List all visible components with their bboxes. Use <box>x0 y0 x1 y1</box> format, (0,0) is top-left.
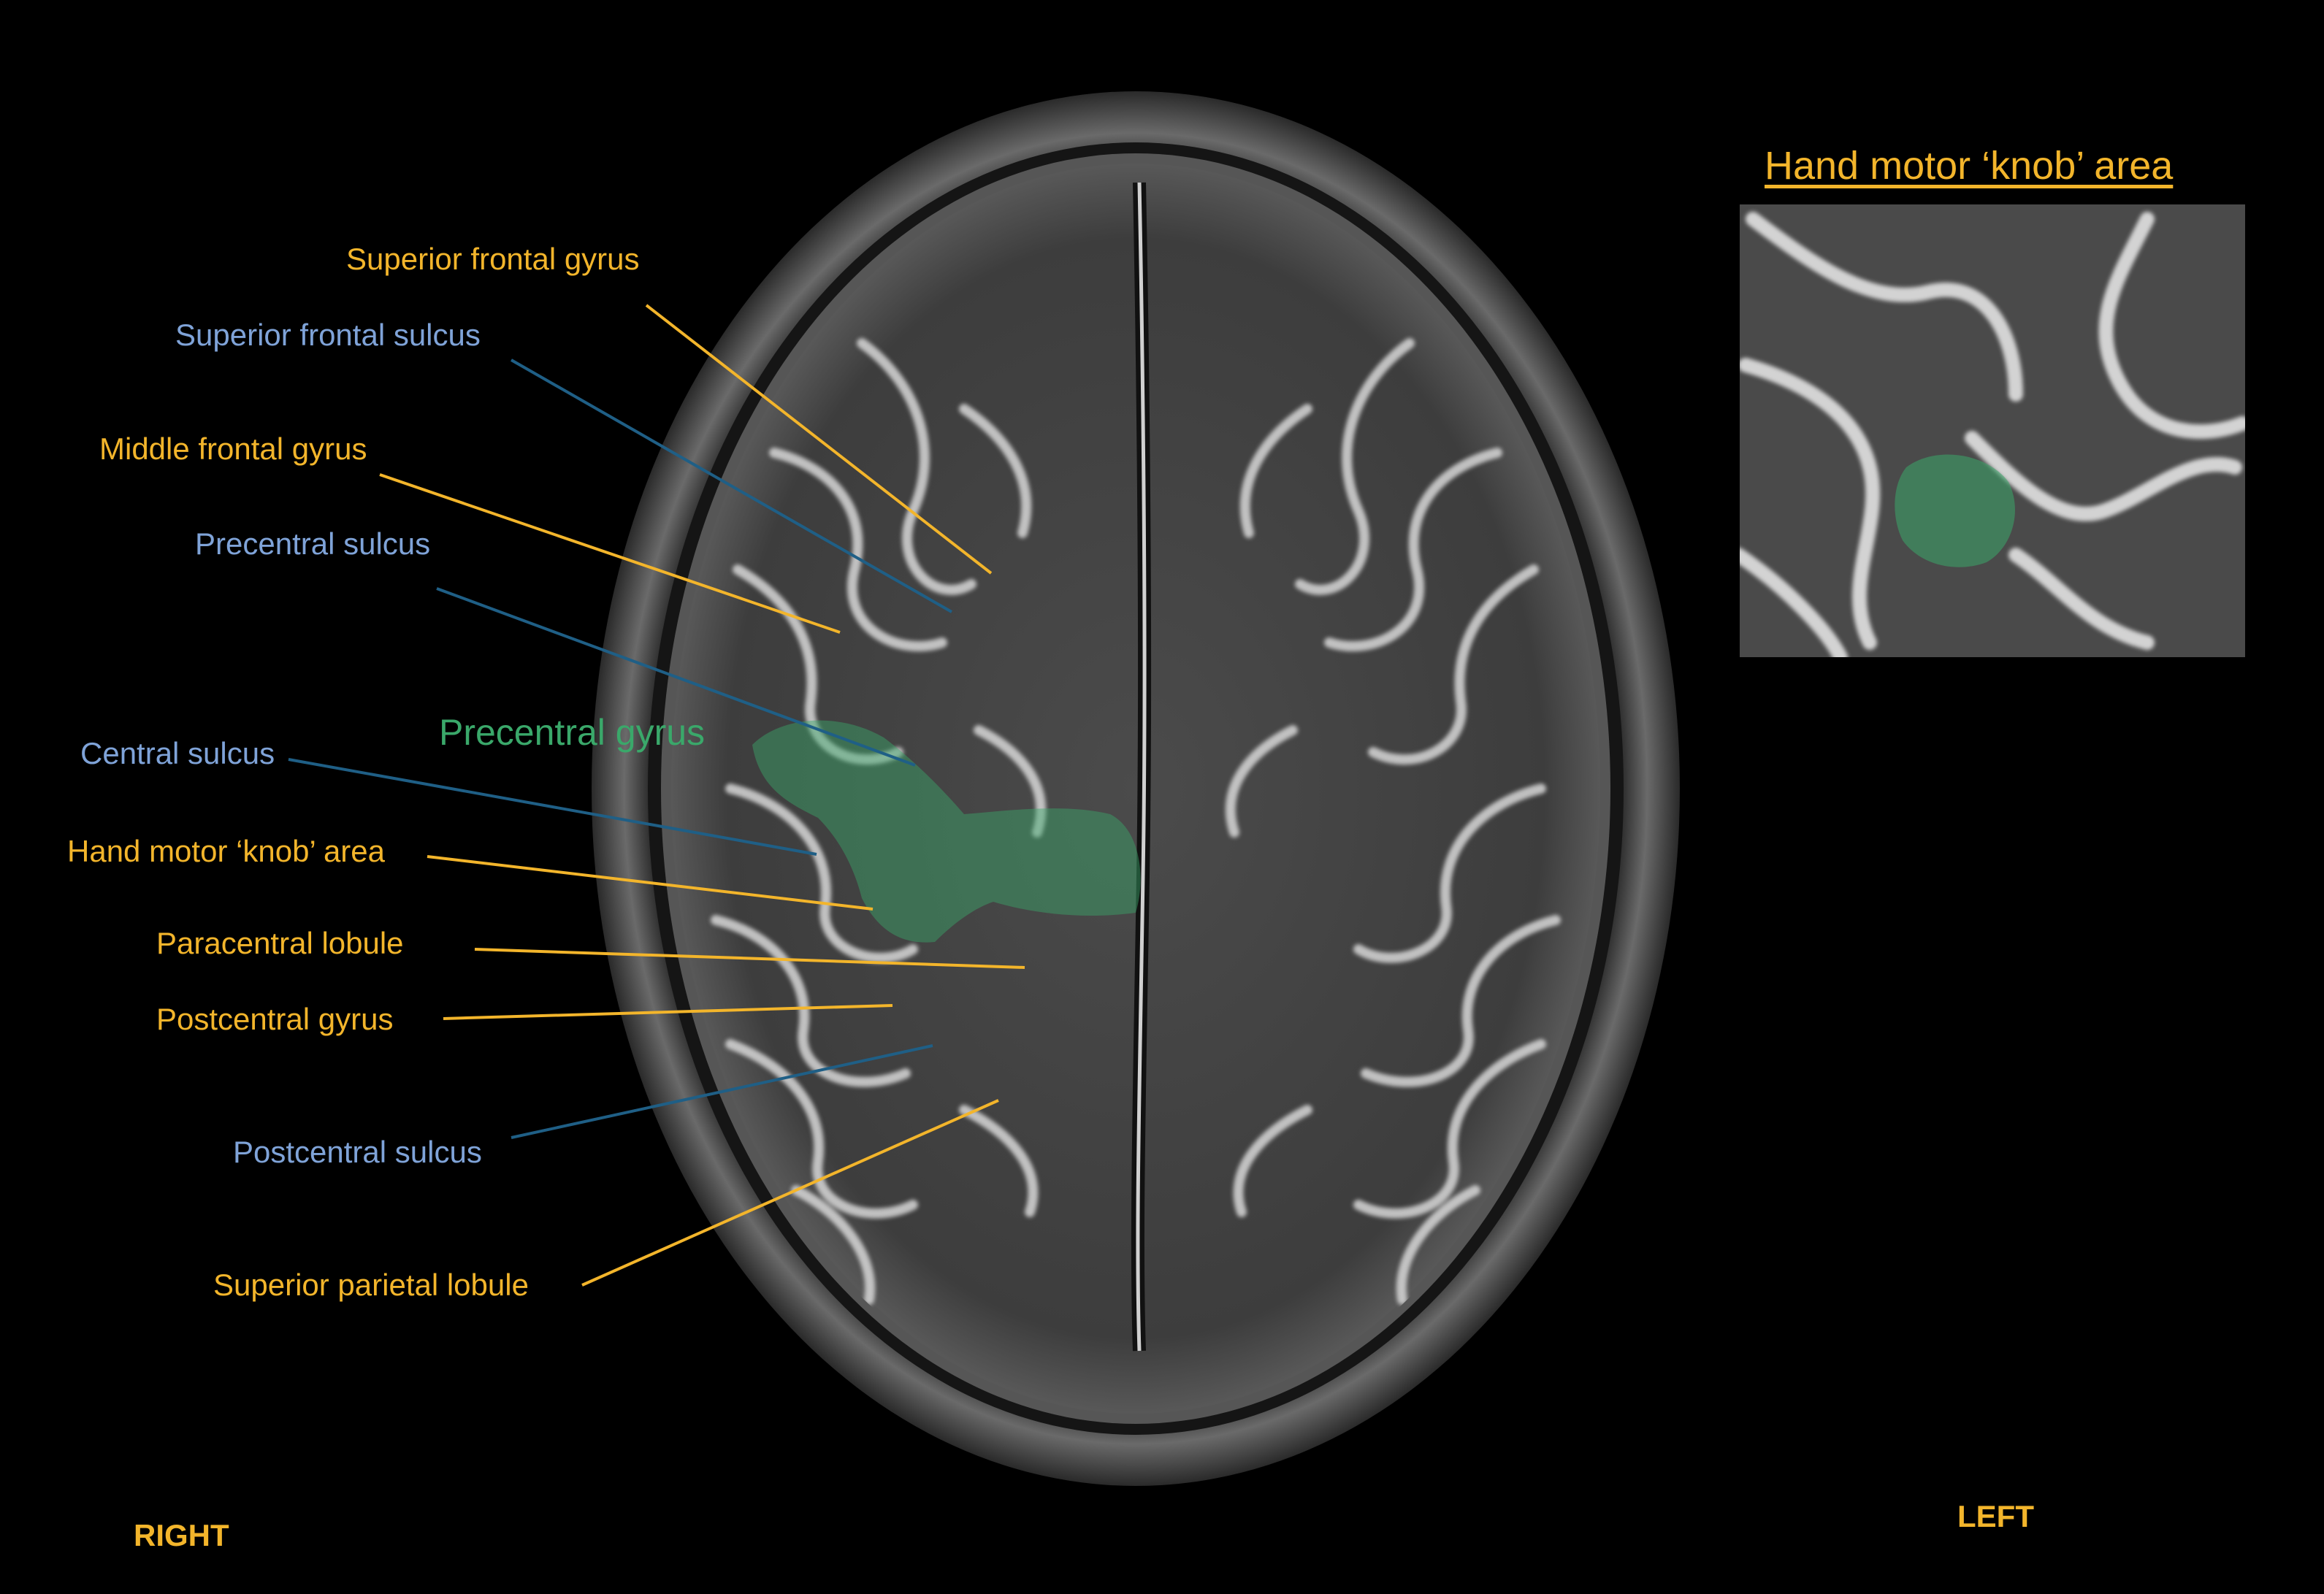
brain-parenchyma <box>671 164 1600 1414</box>
leader-precentral-sulcus <box>436 587 916 767</box>
leader-central-sulcus <box>288 758 817 856</box>
orientation-right: RIGHT <box>134 1518 229 1552</box>
label-paracentral-lobule: Paracentral lobule <box>156 926 404 960</box>
leader-lines <box>288 304 1025 1287</box>
sulci-pattern <box>711 338 1561 1305</box>
label-postcentral-gyrus: Postcentral gyrus <box>156 1002 394 1036</box>
label-middle-frontal-gyrus: Middle frontal gyrus <box>99 432 367 466</box>
label-central-sulcus: Central sulcus <box>80 736 275 770</box>
label-precentral-gyrus: Precentral gyrus <box>439 712 706 753</box>
precentral-gyrus-highlight <box>752 720 1141 943</box>
label-superior-parietal-lobule: Superior parietal lobule <box>213 1268 529 1302</box>
label-superior-frontal-sulcus: Superior frontal sulcus <box>175 318 481 352</box>
leader-superior-frontal-sulcus <box>511 359 952 613</box>
inset-title: Hand motor ‘knob’ area <box>1765 144 2174 188</box>
inset-knob-highlight <box>1895 454 2015 567</box>
label-precentral-sulcus: Precentral sulcus <box>195 526 431 561</box>
label-hand-motor-knob-area: Hand motor ‘knob’ area <box>67 834 386 868</box>
label-postcentral-sulcus: Postcentral sulcus <box>233 1135 482 1169</box>
hand-knob-inset-panel <box>1740 204 2245 657</box>
leader-postcentral-gyrus <box>443 1004 893 1020</box>
orientation-left: LEFT <box>1957 1499 2034 1533</box>
leader-hand-motor-knob <box>427 855 874 911</box>
leader-superior-parietal-lobule <box>581 1099 999 1287</box>
leader-postcentral-sulcus <box>511 1044 933 1139</box>
leader-middle-frontal-gyrus <box>379 473 841 634</box>
label-superior-frontal-gyrus: Superior frontal gyrus <box>346 242 640 276</box>
leader-paracentral-lobule <box>474 948 1025 969</box>
leader-superior-frontal-gyrus <box>645 304 993 575</box>
